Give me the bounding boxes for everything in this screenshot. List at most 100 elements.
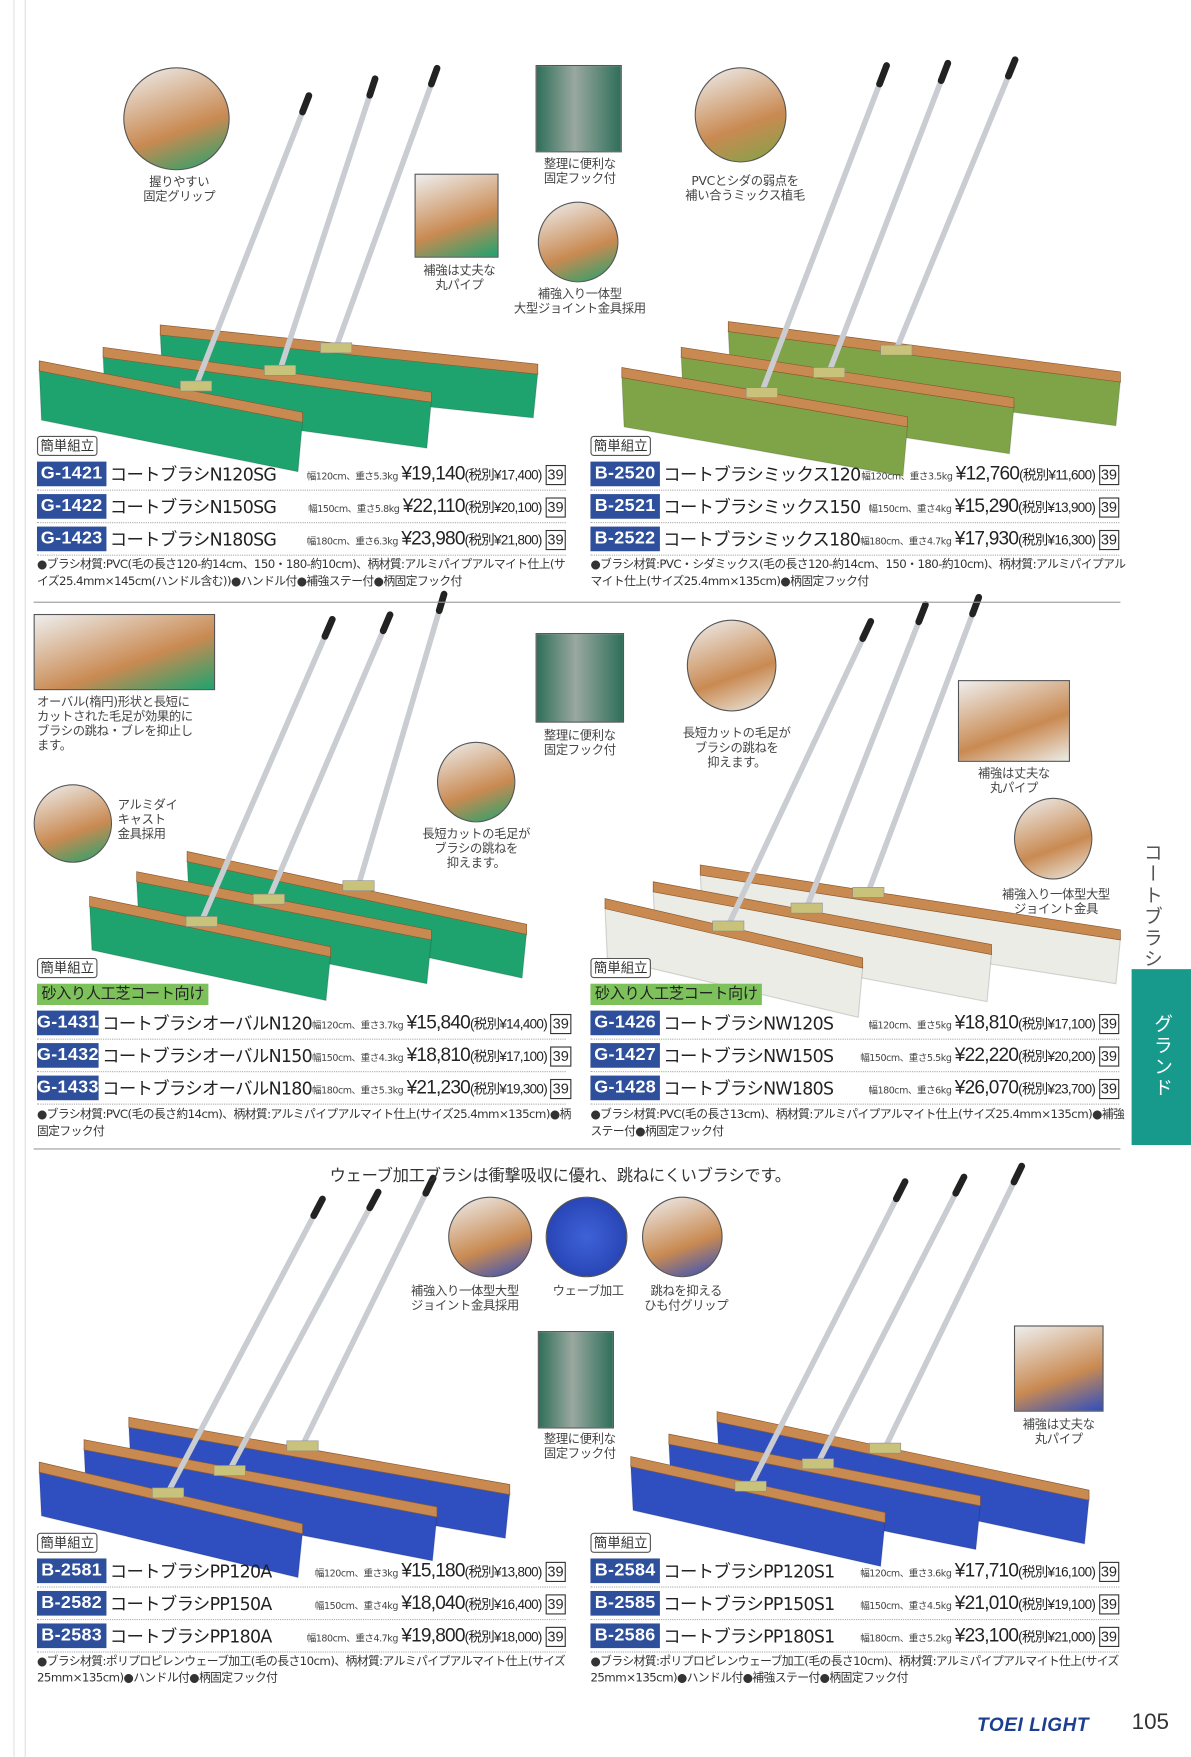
price-group: 幅180cm、重さ4.7kg¥19,800(税別¥18,000)39 xyxy=(307,1625,566,1647)
brush-handle xyxy=(803,619,922,911)
product-spec: 幅120cm、重さ3.6kg xyxy=(860,1568,952,1580)
product-name: コートブラシPP180S1 xyxy=(663,1626,835,1647)
category-tab-label: グランド xyxy=(1149,1013,1172,1100)
reference-number: 39 xyxy=(1098,1013,1120,1035)
brush-handle xyxy=(815,1190,959,1467)
joint-bracket xyxy=(712,920,745,932)
callout-caption: 跳ねを抑える ひも付グリップ xyxy=(644,1283,729,1314)
product-name: コートブラシN150SG xyxy=(109,497,277,518)
reference-number: 39 xyxy=(1098,464,1120,486)
callout-caption: 整理に便利な 固定フック付 xyxy=(543,1431,616,1462)
product-spec: 幅120cm、重さ5kg xyxy=(868,1020,952,1032)
detail-photo xyxy=(414,173,499,258)
price-tax-incl: ¥15,290 xyxy=(954,495,1019,517)
reference-number: 39 xyxy=(545,1626,566,1647)
detail-photo xyxy=(33,613,216,691)
detail-photo xyxy=(1013,1325,1104,1412)
binding-line xyxy=(24,0,26,1757)
joint-bracket xyxy=(286,1440,319,1452)
price-tax-incl: ¥26,070 xyxy=(954,1076,1019,1098)
category-tab-grand[interactable]: グランド xyxy=(1131,969,1191,1146)
price-tax-excl: (税別¥20,200) xyxy=(1018,1048,1096,1065)
price-tax-incl: ¥23,100 xyxy=(954,1624,1019,1646)
price-tax-excl: (税別¥13,800) xyxy=(464,1564,543,1580)
handle-grip xyxy=(1004,56,1019,80)
product-name: コートブラシPP120S1 xyxy=(663,1561,835,1583)
handle-grip xyxy=(366,75,379,99)
product-spec: 幅120cm、重さ3.5kg xyxy=(861,471,953,483)
product-code-badge: G-1427 xyxy=(590,1043,660,1068)
product-name: コートブラシミックス120 xyxy=(663,464,861,486)
product-spec: 幅180cm、重さ6.3kg xyxy=(306,536,399,548)
price-tax-excl: (税別¥19,300) xyxy=(469,1081,548,1097)
callout-caption: PVCとシダの弱点を 補い合うミックス植毛 xyxy=(685,173,805,203)
brush-handle xyxy=(725,635,866,929)
product-spec: 幅180cm、重さ4.7kg xyxy=(306,1633,399,1645)
callout-caption: アルミダイ キャスト 金具採用 xyxy=(117,797,178,842)
handle-grip xyxy=(310,1195,326,1219)
product-name: コートブラシNW150S xyxy=(663,1046,834,1067)
price-group: 幅180cm、重さ4.7kg¥17,930(税別¥16,300)39 xyxy=(860,528,1120,551)
joint-bracket xyxy=(320,342,353,354)
brush-wood-bar xyxy=(604,898,864,969)
price-tax-excl: (税別¥16,100) xyxy=(1018,1564,1096,1580)
price-group: 幅120cm、重さ3kg¥15,180(税別¥13,800)39 xyxy=(315,1560,566,1583)
price-group: 幅150cm、重さ4.5kg¥21,010(税別¥19,100)39 xyxy=(860,1592,1120,1615)
price-tax-incl: ¥19,140 xyxy=(401,462,465,485)
brush-wood-bar xyxy=(128,1416,511,1496)
detail-photo xyxy=(448,1196,533,1278)
handle-grip xyxy=(859,618,875,642)
joint-bracket xyxy=(801,1458,834,1470)
joint-bracket xyxy=(790,902,823,914)
brush-handle xyxy=(333,81,435,351)
reference-number: 39 xyxy=(1098,1078,1120,1100)
product-footnote: ●ブラシ材質:ポリプロピレンウェーブ加工(毛の長さ10cm)、柄材質:アルミパイ… xyxy=(590,1654,1119,1686)
product-name: コートブラシPP150S1 xyxy=(663,1594,835,1615)
joint-bracket xyxy=(813,367,846,378)
easy-assembly-tag: 簡単組立 xyxy=(590,957,651,979)
price-group: 幅150cm、重さ5.5kg¥22,220(税別¥20,200)39 xyxy=(860,1044,1120,1067)
callout-caption: 整理に便利な 固定フック付 xyxy=(543,156,616,186)
court-type-label: 砂入り人工芝コート向け xyxy=(36,983,209,1005)
reference-number: 39 xyxy=(1098,1594,1120,1615)
price-tax-excl: (税別¥21,800) xyxy=(464,532,543,548)
product-name: コートブラシオーバルN180 xyxy=(102,1078,313,1100)
product-code-badge: G-1428 xyxy=(590,1075,660,1101)
easy-assembly-tag: 簡単組立 xyxy=(590,1532,651,1553)
brush-wood-bar xyxy=(716,1411,1090,1501)
detail-photo xyxy=(686,619,777,712)
product-spec: 幅150cm、重さ4.3kg xyxy=(312,1053,404,1065)
price-group: 幅150cm、重さ4.3kg¥18,810(税別¥17,100)39 xyxy=(312,1044,572,1067)
handle-grip xyxy=(321,615,336,640)
price-group: 幅120cm、重さ3.7kg¥15,840(税別¥14,400)39 xyxy=(312,1012,572,1035)
price-tax-excl: (税別¥17,100) xyxy=(1018,1016,1096,1032)
price-tax-excl: (税別¥13,900) xyxy=(1018,499,1096,516)
detail-photo xyxy=(957,680,1070,762)
handle-grip xyxy=(937,59,952,85)
callout-caption: 整理に便利な 固定フック付 xyxy=(543,728,616,758)
brush-handle xyxy=(759,81,883,395)
product-name: コートブラシNW180S xyxy=(663,1078,834,1100)
detail-photo xyxy=(436,741,516,823)
product-code-badge: G-1432 xyxy=(36,1043,99,1068)
